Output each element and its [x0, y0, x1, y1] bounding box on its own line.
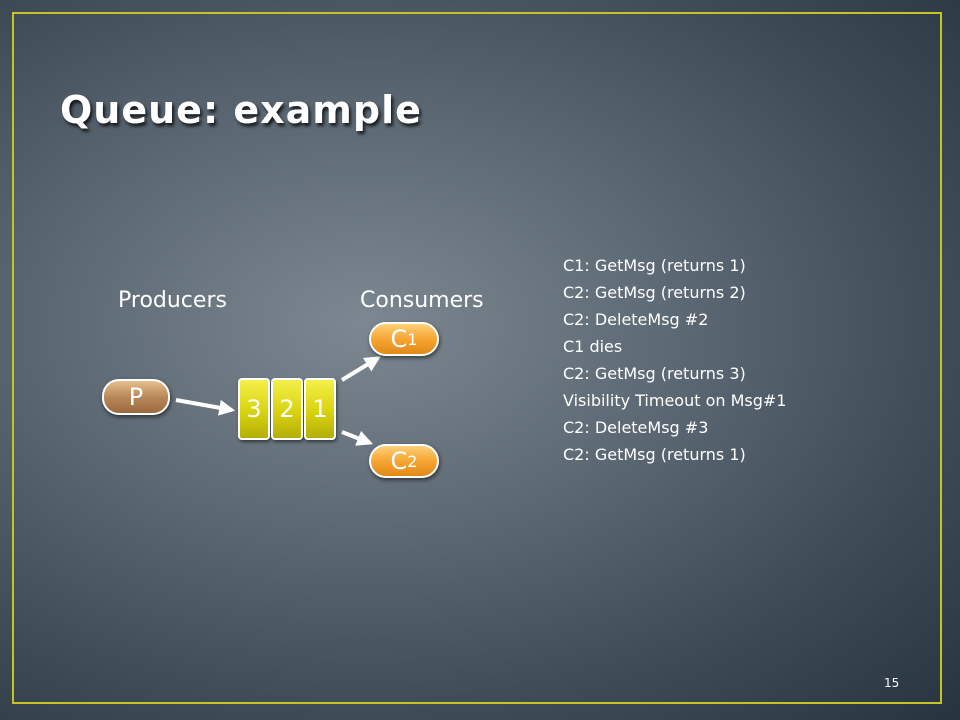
consumers-label: Consumers — [360, 288, 484, 313]
consumer-c1-subscript: 1 — [407, 329, 418, 349]
consumer-c2-subscript: 2 — [407, 451, 418, 471]
step-item: C2: DeleteMsg #2 — [563, 310, 709, 329]
consumer-c2-letter: C — [390, 447, 408, 475]
message-queue: 3 2 1 — [238, 378, 337, 440]
step-item: C1: GetMsg (returns 1) — [563, 256, 746, 275]
slide-title: Queue: example — [60, 88, 422, 132]
producers-label: Producers — [118, 288, 227, 313]
page-number: 15 — [884, 676, 900, 690]
step-item: C2: DeleteMsg #3 — [563, 418, 709, 437]
slide-frame — [12, 12, 942, 704]
queue-message-1: 1 — [304, 378, 336, 440]
step-item: C2: GetMsg (returns 1) — [563, 445, 746, 464]
producer-node: P — [102, 379, 170, 415]
queue-message-3: 3 — [238, 378, 270, 440]
step-item: C2: GetMsg (returns 2) — [563, 283, 746, 302]
step-item: C1 dies — [563, 337, 623, 356]
step-list: C1: GetMsg (returns 1) C2: GetMsg (retur… — [563, 252, 786, 468]
consumer-c1-letter: C — [390, 325, 408, 353]
step-item: Visibility Timeout on Msg#1 — [563, 391, 787, 410]
step-item: C2: GetMsg (returns 3) — [563, 364, 746, 383]
queue-message-2: 2 — [271, 378, 303, 440]
